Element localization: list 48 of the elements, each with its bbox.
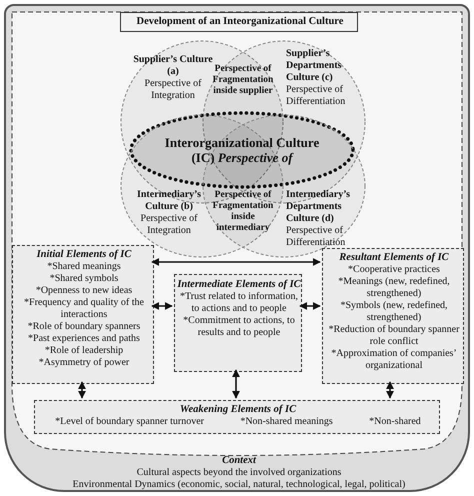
list-item: *Commitment to actions, to results and to people <box>182 315 296 339</box>
heading: Weakening Elements of IC <box>178 404 298 416</box>
heading: Supplier’s Culture (a) <box>132 54 213 77</box>
element-box <box>174 274 302 372</box>
list-item: *Symbols (new, redefined, strengthened) <box>339 300 449 324</box>
element-box <box>12 245 154 384</box>
title-box <box>120 12 358 32</box>
element-box <box>34 400 440 434</box>
heading: Supplier’s Departments Culture (c) <box>286 48 343 84</box>
list-item: *Openness to new ideas <box>34 285 134 297</box>
list-item: *Reduction of boundary spanner role conflict <box>328 324 460 348</box>
double-arrow <box>151 258 321 266</box>
list-item: *Non-shared meanings <box>240 416 333 428</box>
heading: Development of an Inteorganizational Culture <box>136 16 344 28</box>
heading: Intermediary’s Culture (b) <box>136 189 202 213</box>
list-item: *Shared meanings <box>46 261 122 273</box>
body-text: Perspective of Differentiation <box>286 225 346 249</box>
list-item: *Past experiences and paths <box>27 333 141 345</box>
heading: Resultant Elements of IC <box>338 252 450 264</box>
list-item: *Role of leadership <box>44 345 124 357</box>
list-item: *Trust related to information, to actions and to people <box>179 291 299 315</box>
list-item: *Level of boundary spanner turnover <box>55 416 204 428</box>
heading: Initial Elements of IC <box>36 249 132 261</box>
list-item: *Meanings (new, redefined, strengthened) <box>337 276 451 300</box>
body-text: Cultural aspects beyond the involved organizations <box>136 467 342 479</box>
list-item: *Approximation of companies’ organizational <box>330 348 458 372</box>
heading: Context <box>221 455 258 467</box>
list-item: *Asymmetry of power <box>38 357 130 369</box>
element-box <box>322 248 464 384</box>
list-item: *Frequency and quality of the interactions <box>23 297 145 321</box>
overlap-label: Perspective of Fragmentation inside intermediary <box>212 190 274 234</box>
heading: Intermediate Elements of IC <box>177 279 301 291</box>
double-arrow <box>232 369 240 399</box>
double-arrow <box>78 381 86 399</box>
double-arrow <box>299 302 321 310</box>
body-text: Perspective of Integration <box>140 213 198 237</box>
double-arrow <box>386 381 394 399</box>
double-arrow <box>151 302 173 310</box>
body-text: Environmental Dynamics (economic, social, natural, technological, legal, political) <box>72 479 406 491</box>
list-item: *Cooperative practices <box>347 264 441 276</box>
body-text: Perspective of Integration <box>144 78 202 102</box>
overlap-label: Perspective of Fragmentation inside supplier <box>212 64 274 97</box>
list-item: *Role of boundary spanners <box>26 321 142 333</box>
heading: Interorganizational Culture (IC) Perspective of <box>164 135 320 165</box>
heading: Intermediary’s Departments Culture (d) <box>286 189 352 225</box>
list-item: *Shared symbols <box>48 273 120 285</box>
list-item: *Non-shared <box>369 416 421 428</box>
body-text: Perspective of Differentiation <box>286 84 346 108</box>
